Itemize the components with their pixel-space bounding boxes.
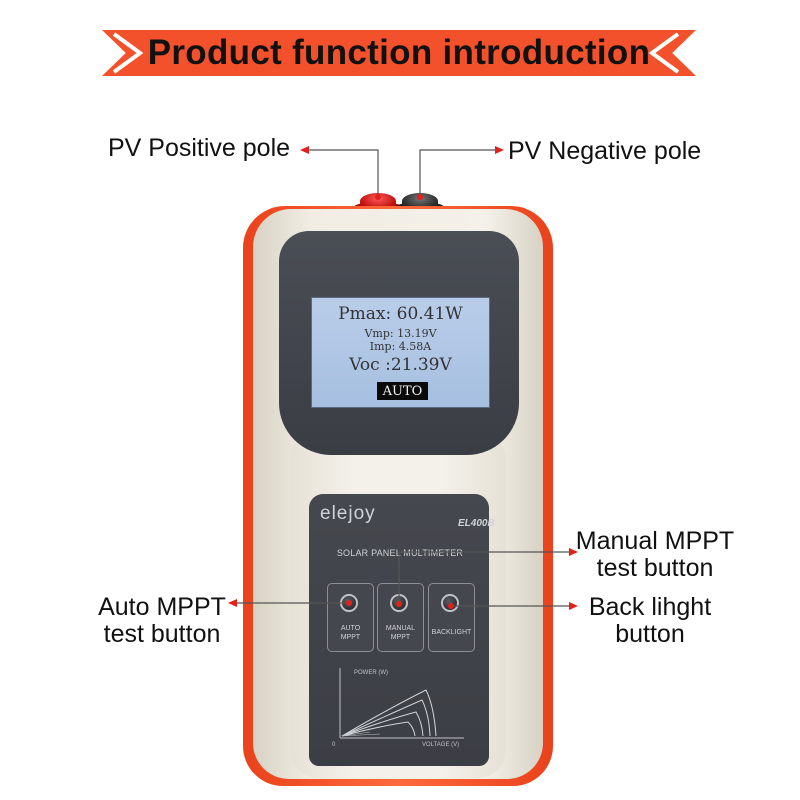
lcd-vmp: Vmp: 13.19V	[364, 327, 437, 340]
manual-mppt-callout-line1: Manual MPPT	[575, 527, 735, 555]
arrow-left-icon	[228, 599, 237, 607]
graph-origin-label: 0	[332, 742, 336, 748]
manual-mppt-callout-line2: test button	[596, 554, 714, 582]
lcd-imp: Imp: 4.58A	[369, 340, 432, 353]
lcd-voc: Voc :21.39V	[349, 355, 452, 375]
pv-curve-graphic: POWER (W) VOLTAGE (V) 0	[332, 668, 464, 748]
arrow-right-icon	[495, 146, 504, 154]
backlight-label: BACKLIGHT	[431, 629, 472, 636]
graph-x-label: VOLTAGE (V)	[422, 742, 459, 748]
graph-y-label: POWER (W)	[354, 670, 388, 676]
lcd-pmax: Pmax: 60.41W	[338, 304, 463, 324]
pointer-dot	[448, 603, 454, 609]
arrow-right-icon	[569, 548, 578, 556]
pointer-dot	[396, 601, 402, 607]
auto-mppt-callout: Auto MPPT test button	[78, 594, 246, 648]
backlight-callout-line1: Back lihght	[588, 593, 712, 621]
device-subtitle: SOLAR PANEL MULTIMETER	[336, 548, 464, 558]
power-curve	[341, 699, 431, 737]
backlight-callout-line2: button	[615, 620, 685, 648]
arrow-right-icon	[569, 602, 578, 610]
power-curve	[341, 689, 437, 737]
pointer-dot	[417, 194, 423, 200]
chevron-left-icon	[648, 32, 680, 74]
power-curve	[341, 711, 424, 737]
pointer-dot	[375, 194, 381, 200]
auto-mppt-callout-line1: Auto MPPT	[98, 593, 226, 621]
pointer-dot	[346, 600, 352, 606]
power-curve	[341, 721, 416, 737]
model-number: EL400B	[458, 518, 495, 529]
lcd-screen: Pmax: 60.41W Vmp: 13.19V Imp: 4.58A Voc …	[311, 297, 490, 408]
lcd-mode-indicator: AUTO	[377, 382, 428, 400]
brand-logo: elejoy	[320, 503, 376, 524]
page-title: Product function introduction	[147, 33, 651, 72]
chevron-right-icon	[112, 32, 144, 74]
pv-positive-label: PV Positive pole	[108, 134, 291, 162]
pv-positive-terminal[interactable]	[360, 193, 396, 209]
backlight-callout: Back lihght button	[562, 594, 738, 648]
title-banner	[102, 30, 696, 76]
pv-positive-leader	[308, 149, 379, 196]
manual-mppt-callout: Manual MPPT test button	[560, 528, 750, 582]
manual-mppt-leader	[398, 551, 570, 603]
backlight-button[interactable]: BACKLIGHT	[428, 583, 475, 652]
arrow-left-icon	[300, 146, 309, 154]
pv-negative-label: PV Negative pole	[508, 137, 702, 165]
button-icon	[441, 594, 459, 612]
curve-hatching	[341, 727, 381, 737]
pv-negative-terminal[interactable]	[402, 193, 438, 209]
pv-negative-leader	[419, 149, 496, 196]
auto-mppt-callout-line2: test button	[103, 620, 221, 648]
